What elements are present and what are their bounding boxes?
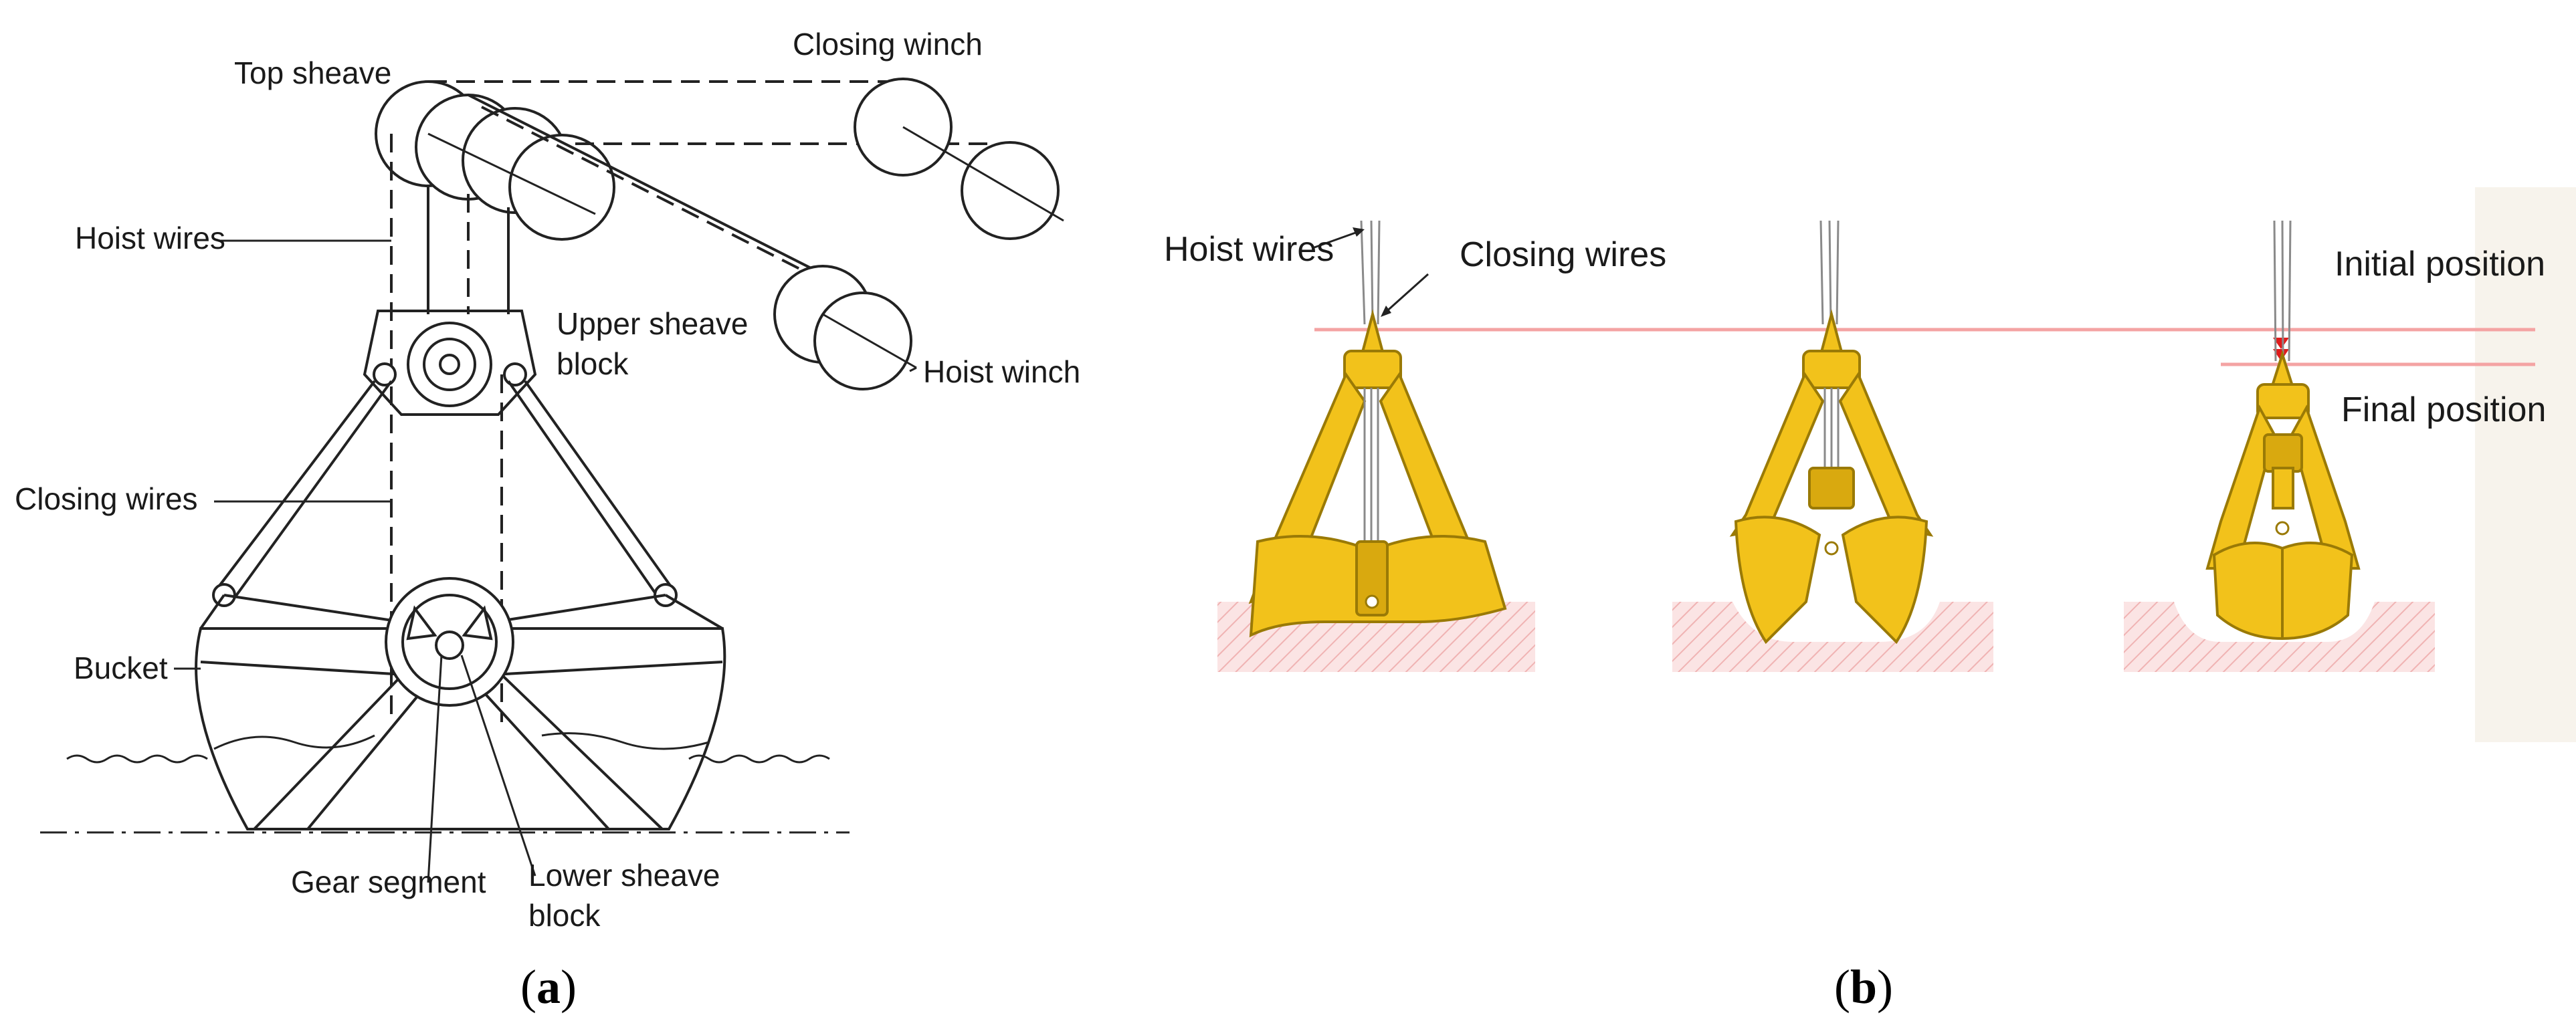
upper-sheave-block — [363, 310, 537, 416]
label-gear-segment: Gear segment — [291, 865, 486, 899]
ground-2 — [1672, 602, 1993, 672]
caption-a: (a) — [520, 960, 577, 1014]
label-final-position: Final position — [2341, 390, 2546, 429]
panel-b-diagram: Hoist wires Closing wires Initial positi… — [1164, 187, 2576, 1014]
grab-open — [1248, 220, 1507, 638]
grab-closing — [1729, 220, 1934, 645]
label-lower-sheave-block-2: block — [528, 898, 601, 933]
label-closing-wires: Closing wires — [15, 481, 198, 516]
label-initial-position: Initial position — [2335, 245, 2545, 283]
grab-closed — [2205, 220, 2361, 641]
top-sheave-4 — [508, 134, 615, 241]
label-hoist-wires: Hoist wires — [75, 221, 225, 255]
label-closing-wires-b: Closing wires — [1460, 235, 1666, 274]
label-closing-winch: Closing winch — [793, 27, 983, 62]
hoist-winch-drum-2 — [813, 292, 912, 390]
ground-3 — [2124, 602, 2435, 672]
panel-a-diagram: Top sheave Closing winch Hoist wires Upp… — [15, 27, 1080, 1014]
label-upper-sheave-block-2: block — [557, 346, 629, 381]
label-top-sheave: Top sheave — [234, 55, 391, 90]
bucket-body — [195, 627, 726, 830]
label-hoist-wires-b: Hoist wires — [1164, 230, 1334, 269]
label-hoist-winch: Hoist winch — [923, 354, 1080, 389]
label-lower-sheave-block-1: Lower sheave — [528, 858, 720, 893]
caption-b: (b) — [1834, 960, 1893, 1014]
label-upper-sheave-block-1: Upper sheave — [557, 306, 748, 341]
label-bucket: Bucket — [74, 651, 168, 685]
